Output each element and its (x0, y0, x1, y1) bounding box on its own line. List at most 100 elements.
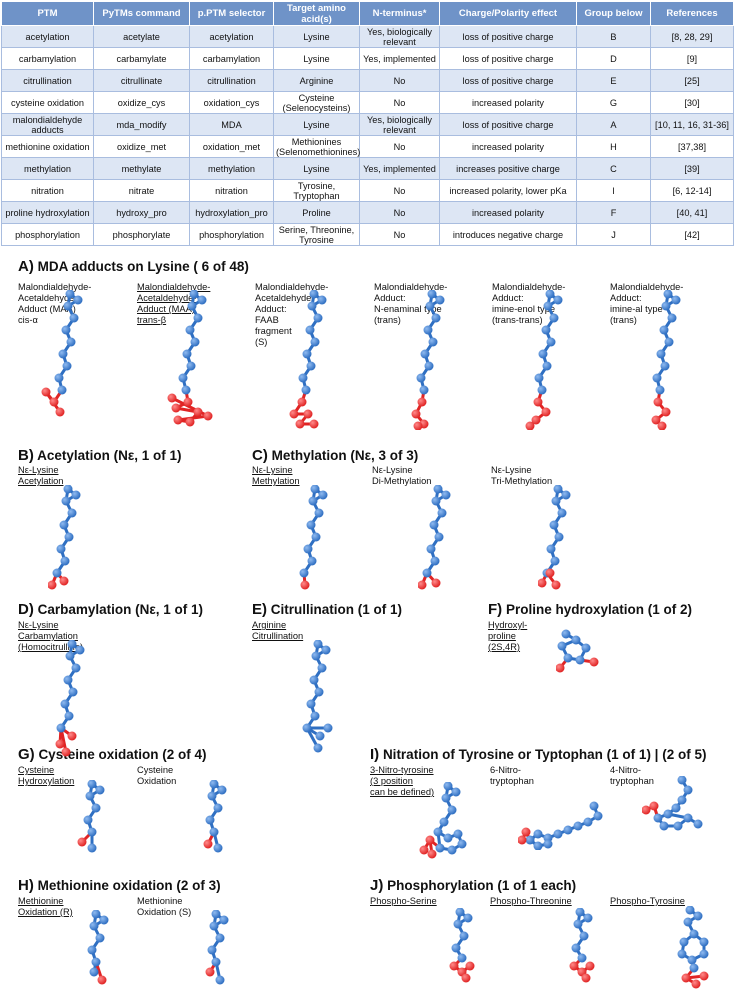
molecule-i3 (642, 776, 703, 831)
table-cell: Lysine (273, 25, 360, 48)
molecule-j1 (449, 908, 475, 983)
panel-a-title: A) MDA adducts on Lysine ( 6 of 48) (18, 258, 249, 275)
table-cell: J (576, 223, 651, 246)
table-cell: F (576, 201, 651, 224)
table-cell: D (576, 47, 651, 70)
table-cell: Arginine (273, 69, 360, 92)
molecule-a6 (651, 290, 681, 430)
panel-b-title: B) Acetylation (Nε, 1 of 1) (18, 447, 182, 464)
panel-f-title: F) Proline hydroxylation (1 of 2) (488, 601, 692, 618)
table-cell: Tyrosine, Tryptophan (273, 179, 360, 202)
panel-i-label-2: 6-Nitro-tryptophan (490, 765, 534, 786)
table-cell: nitration (1, 179, 94, 202)
table-cell: oxidation_cys (189, 91, 274, 114)
molecule-d1 (55, 640, 85, 757)
panel-i-label-3: 4-Nitro-tryptophan (610, 765, 654, 786)
panel-e-title: E) Citrullination (1 of 1) (252, 601, 403, 618)
table-cell: No (359, 201, 440, 224)
panel-j-label-1: Phospho-Serine (370, 896, 437, 906)
table-cell: loss of positive charge (439, 69, 577, 92)
table-cell: malondialdehyde adducts (1, 113, 94, 136)
table-cell: B (576, 25, 651, 48)
molecule-a5 (525, 290, 563, 430)
table-cell: nitrate (93, 179, 190, 202)
table-cell: G (576, 91, 651, 114)
table-cell: [37,38] (650, 135, 734, 158)
molecule-i1 (419, 782, 467, 859)
molecule-h1 (87, 910, 109, 985)
table-cell: H (576, 135, 651, 158)
table-cell: Cysteine (Selenocysteins) (273, 91, 360, 114)
molecule-a3 (289, 290, 327, 429)
panel-j-title: J) Phosphorylation (1 of 1 each) (370, 877, 577, 894)
table-header-cell: PyTMs command (93, 1, 190, 26)
table-header-cell: Charge/Polarity effect (439, 1, 577, 26)
molecule-a2 (167, 290, 213, 427)
table-cell: hydroxylation_pro (189, 201, 274, 224)
table-cell: I (576, 179, 651, 202)
table-cell: E (576, 69, 651, 92)
molecule-j2 (569, 908, 595, 983)
table-cell: No (359, 179, 440, 202)
table-cell: increased polarity (439, 135, 577, 158)
panel-a-label-3: Malondialdehyde-Acetaldehyde-Adduct:FAAB… (255, 282, 329, 347)
panel-a-label-4: Malondialdehyde-Adduct:N-enaminal type(t… (374, 282, 448, 325)
table-cell: No (359, 91, 440, 114)
molecule-g2 (203, 780, 227, 853)
panel-g-title: G) Cysteine oxidation (2 of 4) (18, 746, 207, 763)
table-cell: increased polarity (439, 91, 577, 114)
table-cell: carbamylation (1, 47, 94, 70)
molecule-b1 (48, 485, 81, 590)
table-cell: citrullination (1, 69, 94, 92)
table-header-cell: p.PTM selector (189, 1, 274, 26)
table-cell: increased polarity, lower pKa (439, 179, 577, 202)
table-cell: [25] (650, 69, 734, 92)
panel-j-label-3: Phospho-Tyrosine (610, 896, 685, 906)
table-cell: [10, 11, 16, 31-36] (650, 113, 734, 136)
table-cell: No (359, 223, 440, 246)
table-cell: [30] (650, 91, 734, 114)
table-cell: Proline (273, 201, 360, 224)
molecule-g1 (77, 780, 105, 853)
table-cell: introduces negative charge (439, 223, 577, 246)
table-cell: Lysine (273, 157, 360, 180)
table-header-cell: References (650, 1, 734, 26)
table-cell: proline hydroxylation (1, 201, 94, 224)
table-cell: Serine, Threonine, Tyrosine (273, 223, 360, 246)
molecule-a1 (41, 290, 83, 417)
table-cell: No (359, 69, 440, 92)
table-header-cell: PTM (1, 1, 94, 26)
table-cell: Lysine (273, 113, 360, 136)
table-cell: MDA (189, 113, 274, 136)
table-cell: increases positive charge (439, 157, 577, 180)
table-cell: phosphorylate (93, 223, 190, 246)
table-cell: Methionines (Selenomethionines) (273, 135, 360, 158)
table-cell: citrullinate (93, 69, 190, 92)
table-cell: [42] (650, 223, 734, 246)
panel-h-title: H) Methionine oxidation (2 of 3) (18, 877, 221, 894)
table-cell: loss of positive charge (439, 47, 577, 70)
panel-i-title: I) Nitration of Tyrosine or Typtophan (1… (370, 746, 707, 763)
table-cell: A (576, 113, 651, 136)
table-cell: Yes, biologically relevant (359, 113, 440, 136)
table-cell: Yes, implemented (359, 157, 440, 180)
table-cell: carbamylation (189, 47, 274, 70)
molecule-c3 (538, 485, 571, 590)
table-cell: methionine oxidation (1, 135, 94, 158)
panel-c-title: C) Methylation (Nε, 3 of 3) (252, 447, 419, 464)
molecule-i2 (518, 801, 603, 850)
